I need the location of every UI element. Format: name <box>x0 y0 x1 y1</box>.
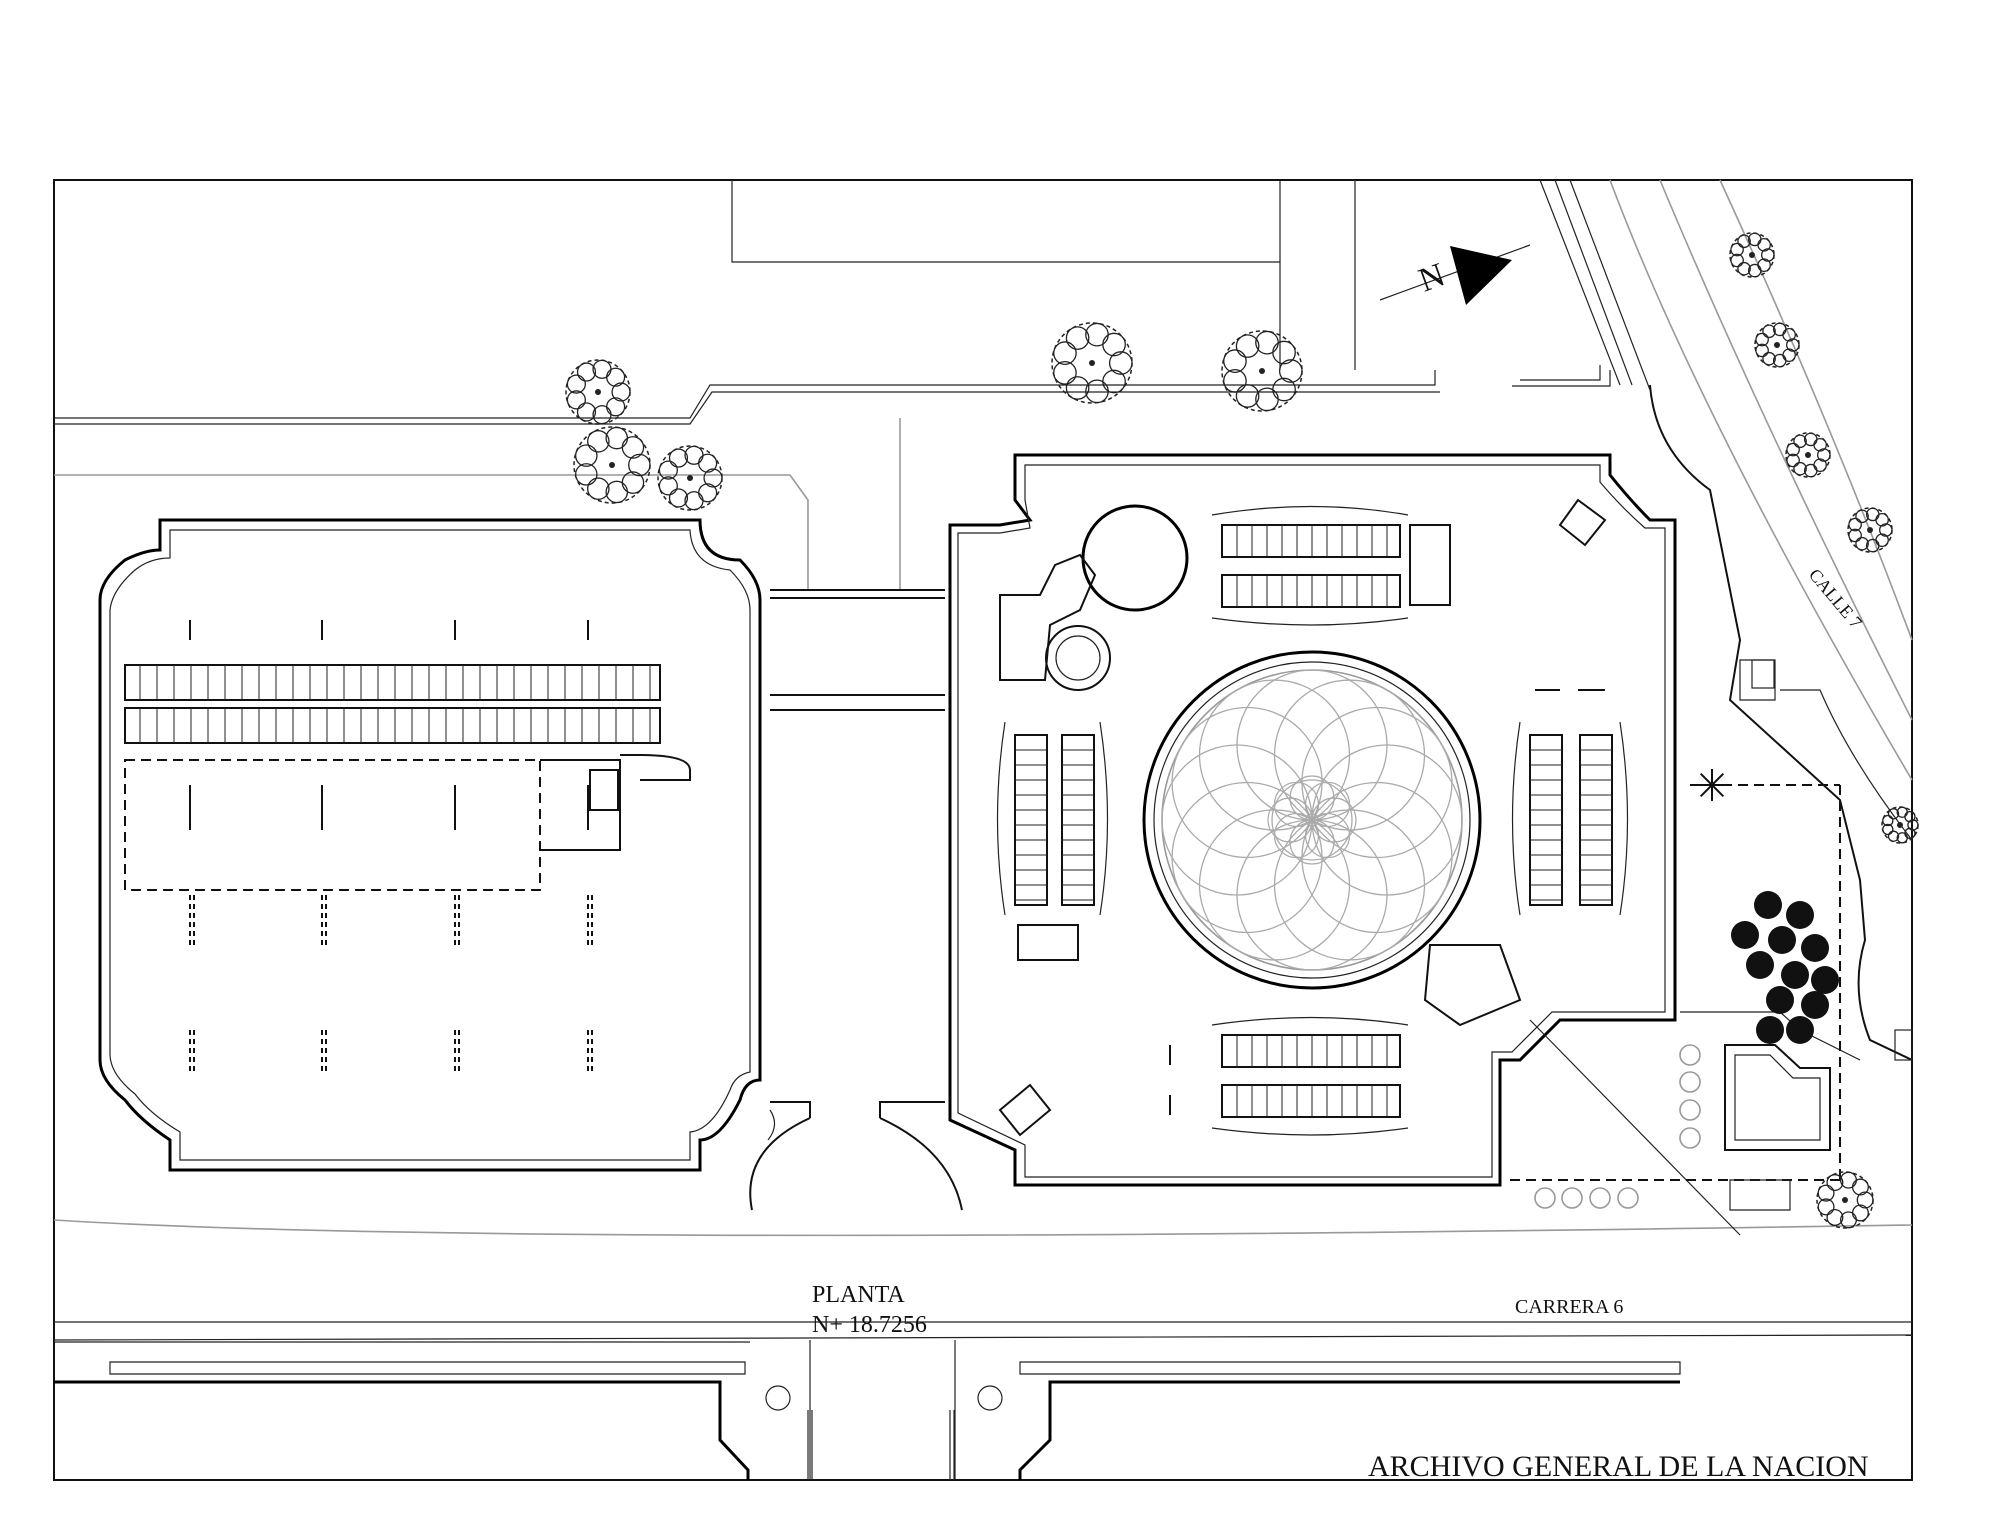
east-landscape <box>1510 384 1913 1236</box>
shrub-icon <box>1786 1016 1814 1044</box>
drawing-title: ARCHIVO GENERAL DE LA NACION <box>1368 1450 1869 1483</box>
shrub-icon <box>1801 991 1829 1019</box>
street-label-calle-7: CALLE 7 <box>1805 565 1866 633</box>
shrub-icon <box>1801 934 1829 962</box>
shrub-icon <box>1768 926 1796 954</box>
shrub-icon <box>1811 966 1839 994</box>
tree-icon <box>573 426 651 504</box>
tree-icon <box>565 359 631 425</box>
tree-icon <box>1221 330 1303 412</box>
tree-icon <box>657 445 723 511</box>
tree-icon <box>1881 806 1919 844</box>
tree-symbols <box>565 232 1919 1229</box>
labels: PLANTA N+ 18.7256 CARRERA 6 CALLE 7 ARCH… <box>812 565 1869 1483</box>
rotunda-rosette <box>1161 669 1463 971</box>
site-context <box>53 179 1913 1480</box>
tree-icon <box>1785 432 1831 478</box>
connector-bridges <box>749 589 963 1211</box>
shrub-icon <box>1766 986 1794 1014</box>
level-label: N+ 18.7256 <box>812 1312 927 1338</box>
shrub-icon <box>1754 891 1782 919</box>
west-building <box>98 518 762 1172</box>
plan-label: PLANTA <box>812 1282 905 1308</box>
tree-icon <box>1754 322 1800 368</box>
shrub-icon <box>1746 951 1774 979</box>
tree-icon <box>1816 1171 1874 1229</box>
shrub-icon <box>1756 1016 1784 1044</box>
drawing-frame <box>53 179 1913 1481</box>
shrub-icon <box>1781 961 1809 989</box>
north-label: N <box>1414 256 1450 299</box>
tree-icon <box>1847 507 1893 553</box>
street-label-carrera-6: CARRERA 6 <box>1515 1296 1623 1318</box>
shrub-icon <box>1731 921 1759 949</box>
palm-icon <box>1696 769 1728 801</box>
tree-icon <box>1051 322 1133 404</box>
shrub-icon <box>1786 901 1814 929</box>
east-building <box>948 453 1677 1187</box>
north-arrow-icon: N <box>1379 244 1531 305</box>
tree-icon <box>1729 232 1775 278</box>
